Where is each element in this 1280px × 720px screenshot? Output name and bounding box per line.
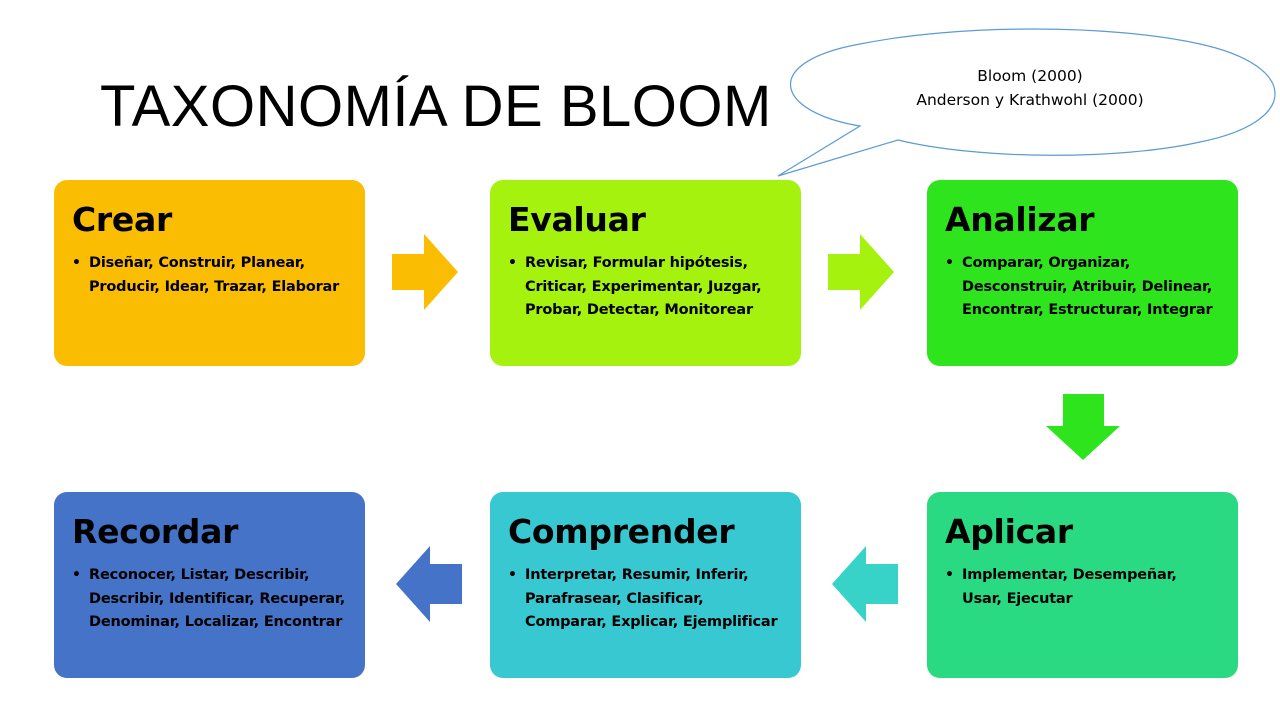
arrow-right-icon [392, 234, 458, 310]
callout-text: Bloom (2000) Anderson y Krathwohl (2000) [830, 64, 1230, 112]
step-bullet-item: • Revisar, Formular hipótesis, Criticar,… [508, 252, 783, 323]
step-text: Implementar, Desempeñar, Usar, Ejecutar [962, 567, 1177, 607]
step-bullet-item: • Comparar, Organizar, Desconstruir, Atr… [945, 252, 1220, 323]
step-text: Interpretar, Resumir, Inferir, Parafrase… [525, 567, 778, 630]
step-title: Aplicar [945, 512, 1073, 551]
arrow-down-icon [1046, 394, 1120, 460]
step-bullet-item: • Implementar, Desempeñar, Usar, Ejecuta… [945, 564, 1220, 611]
step-aplicar: Aplicar • Implementar, Desempeñar, Usar,… [927, 492, 1238, 678]
bullet-icon: • [945, 567, 954, 583]
step-crear: Crear • Diseñar, Construir, Planear, Pro… [54, 180, 365, 366]
step-bullet-item: • Reconocer, Listar, Describir, Describi… [72, 564, 347, 635]
arrow-left-icon [832, 546, 898, 622]
step-title: Comprender [508, 512, 735, 551]
step-title: Crear [72, 200, 172, 239]
bullet-icon: • [72, 255, 81, 271]
bullet-icon: • [945, 255, 954, 271]
step-analizar: Analizar • Comparar, Organizar, Desconst… [927, 180, 1238, 366]
bullet-icon: • [508, 255, 517, 271]
step-comprender: Comprender • Interpretar, Resumir, Infer… [490, 492, 801, 678]
bullet-icon: • [508, 567, 517, 583]
arrow-right-icon [828, 234, 894, 310]
step-evaluar: Evaluar • Revisar, Formular hipótesis, C… [490, 180, 801, 366]
callout-line-1: Bloom (2000) [977, 67, 1083, 85]
step-bullet-item: • Interpretar, Resumir, Inferir, Parafra… [508, 564, 783, 635]
step-recordar: Recordar • Reconocer, Listar, Describir,… [54, 492, 365, 678]
step-title: Analizar [945, 200, 1095, 239]
bullet-icon: • [72, 567, 81, 583]
callout-line-2: Anderson y Krathwohl (2000) [916, 91, 1144, 109]
page-title: TAXONOMÍA DE BLOOM [100, 74, 772, 139]
step-text: Reconocer, Listar, Describir, Describir,… [89, 567, 346, 630]
step-bullet-item: • Diseñar, Construir, Planear, Producir,… [72, 252, 347, 299]
step-text: Revisar, Formular hipótesis, Criticar, E… [525, 255, 762, 318]
step-text: Diseñar, Construir, Planear, Producir, I… [89, 255, 340, 295]
arrow-left-icon [396, 546, 462, 622]
step-title: Recordar [72, 512, 239, 551]
step-title: Evaluar [508, 200, 646, 239]
step-text: Comparar, Organizar, Desconstruir, Atrib… [962, 255, 1213, 318]
